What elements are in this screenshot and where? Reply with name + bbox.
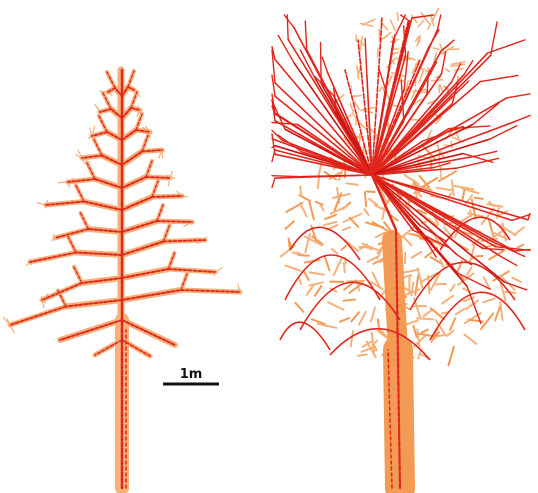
point-cloud-twig — [162, 150, 163, 158]
point-cloud-twig — [58, 182, 68, 183]
point-cloud-twig — [353, 96, 361, 97]
point-cloud-twig — [378, 48, 379, 57]
point-cloud-twig — [417, 318, 433, 319]
skeleton-branch — [152, 196, 182, 197]
point-cloud-twig — [358, 354, 367, 355]
point-cloud-twig — [300, 186, 301, 196]
skeleton-branch — [287, 15, 288, 39]
point-cloud-twig — [397, 13, 398, 20]
point-cloud-twig — [365, 192, 366, 206]
point-cloud-twig — [367, 191, 375, 192]
point-cloud-twig — [474, 198, 482, 199]
skeleton-branch — [321, 43, 322, 84]
point-cloud-twig — [344, 299, 356, 300]
skeleton-branch — [272, 176, 301, 177]
point-cloud-twig — [434, 284, 446, 285]
skeleton-branch — [157, 221, 192, 222]
point-cloud-twig — [318, 176, 319, 188]
scale-bar-label: 1m — [180, 367, 203, 382]
point-cloud-twig — [344, 263, 345, 272]
